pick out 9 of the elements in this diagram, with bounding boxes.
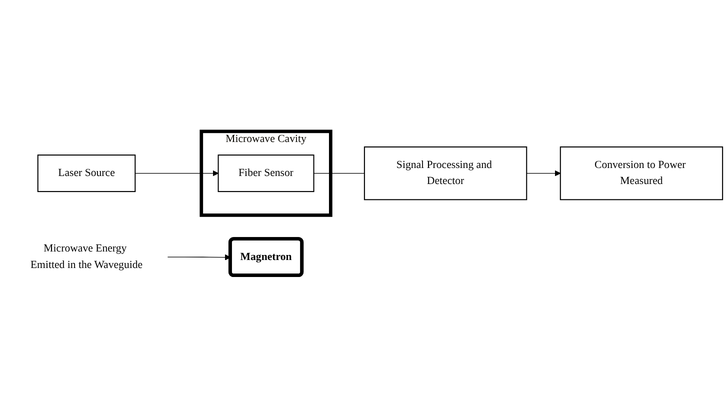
connector (313, 173, 365, 174)
node-box: Fiber Sensor (218, 154, 314, 192)
node-text: Microwave Energy Emitted in the Waveguide (30, 242, 143, 271)
arrow (167, 254, 231, 260)
node-box: Signal Processing and Detector (364, 146, 528, 200)
arrow (134, 170, 219, 176)
arrow (526, 170, 561, 176)
node-box: Conversion to Power Measured (560, 146, 724, 200)
node-box: Laser Source (37, 154, 136, 192)
